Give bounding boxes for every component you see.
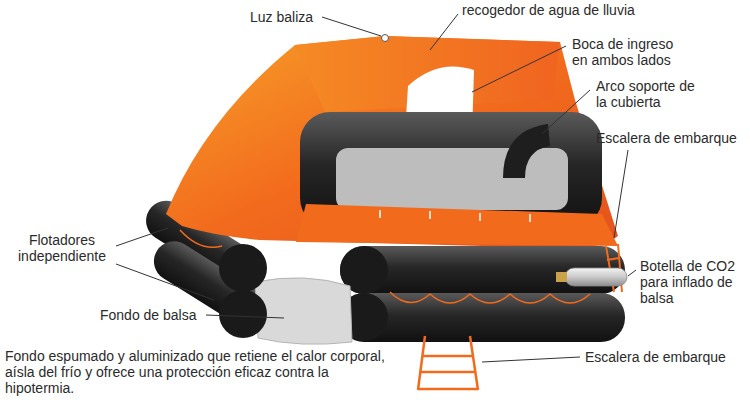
grab-line [180,230,222,247]
tube-end [219,244,267,292]
canopy [166,36,618,248]
bottle-valve [556,272,567,282]
part-label: Fondo de balsa [100,307,206,323]
part-label: recogedor de agua de lluvia [462,2,662,18]
part-label: Arco soporte de la cubierta [596,78,696,110]
arch-support [503,124,550,178]
part-label: Escalera de embarque [585,349,735,365]
part-label: Luz baliza [250,9,320,25]
part-label: Botella de CO2 para inflado de balsa [640,258,746,306]
grab-line [390,292,590,303]
flap-ticks [380,210,530,222]
raft-bottom [255,278,352,344]
front-tubes [340,246,625,342]
co2-bottle [565,268,627,286]
canopy-flap [296,204,618,246]
boarding-ladder [418,336,478,390]
inner-floor [336,148,568,210]
part-label: Fondo espumado y aluminizado que retiene… [5,348,397,396]
beacon-light [382,35,389,42]
part-label: Escalera de embarque [596,130,744,146]
part-label: Flotadores independiente [10,232,114,264]
tube-end [219,290,267,338]
part-label: Boca de ingreso en ambos lados [572,36,686,68]
